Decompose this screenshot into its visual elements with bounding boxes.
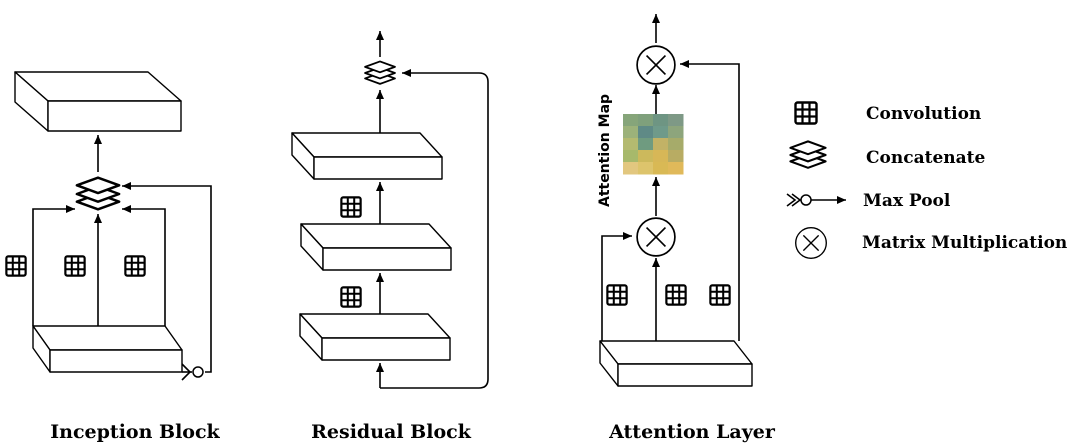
attention-map-cell (668, 126, 684, 139)
legend-item-max-pool: Max Pool (786, 191, 951, 211)
caption-residual-block: Residual Block (311, 421, 472, 443)
max-pool-icon (786, 193, 846, 207)
residual-tensor-top (291, 132, 443, 180)
legend-item-matrix-multiplication: Matrix Multiplication (795, 227, 1067, 259)
attention-map-cell (653, 162, 669, 175)
attention-map-cell (623, 150, 639, 163)
caption-attention-layer: Attention Layer (608, 421, 776, 443)
attention-map-cell (668, 150, 684, 163)
attention-map-cell (623, 114, 639, 127)
legend-label-concatenate: Concatenate (866, 148, 985, 168)
residual-convolution-icon (340, 286, 362, 308)
attention-map-cell (668, 162, 684, 175)
attention-map-cell (638, 114, 654, 127)
attention-map-cell (653, 126, 669, 139)
attention-map-cell (638, 126, 654, 139)
inception-convolution-icon (124, 255, 146, 277)
inception-output-tensor (14, 71, 182, 132)
legend-label-max-pool: Max Pool (863, 191, 951, 211)
attention-input-tensor (599, 340, 753, 387)
attention-connectors (601, 14, 740, 341)
attention-map-label: Attention Map (597, 94, 613, 207)
inception-block (5, 71, 212, 381)
attention-map-cell (668, 114, 684, 127)
attention-map-cell (653, 150, 669, 163)
inception-concatenate-icon (75, 176, 121, 211)
legend-label-matrix-multiplication: Matrix Multiplication (862, 233, 1067, 253)
attention-map-cell (668, 138, 684, 151)
attention-map-cell (638, 138, 654, 151)
convolution-icon (794, 101, 818, 125)
legend: Convolution Concatenate Max Pool Matrix … (786, 101, 1067, 259)
legend-item-concatenate: Concatenate (789, 140, 985, 169)
inception-connectors (32, 135, 212, 373)
concatenate-icon (789, 140, 827, 169)
attention-matrix-multiplication-icon-bottom (636, 217, 676, 257)
attention-matrix-multiplication-icon-top (636, 45, 676, 85)
legend-item-convolution: Convolution (794, 101, 981, 125)
attention-map-cell (623, 138, 639, 151)
legend-label-convolution: Convolution (866, 104, 981, 124)
attention-convolution-icon (665, 284, 687, 306)
attention-map-cell (653, 114, 669, 127)
residual-tensor-bottom (299, 313, 451, 361)
attention-map-cell (638, 150, 654, 163)
residual-connectors (376, 31, 489, 389)
attention-map-cell (623, 126, 639, 139)
inception-convolution-icon (5, 255, 27, 277)
matrix-multiplication-icon (795, 227, 827, 259)
attention-layer: Attention Map (597, 14, 753, 387)
attention-map-cell (623, 162, 639, 175)
inception-convolution-icon (64, 255, 86, 277)
caption-inception-block: Inception Block (50, 421, 220, 443)
attention-convolution-icon (606, 284, 628, 306)
attention-map-cell (653, 138, 669, 151)
residual-block (291, 31, 489, 389)
residual-tensor-middle (300, 223, 452, 271)
attention-map-cell (638, 162, 654, 175)
attention-convolution-icon (709, 284, 731, 306)
attention-map-image (623, 114, 684, 175)
residual-concatenate-icon (364, 60, 396, 85)
inception-input-tensor (32, 325, 183, 373)
max-pool-operator (181, 363, 204, 381)
residual-convolution-icon (340, 196, 362, 218)
